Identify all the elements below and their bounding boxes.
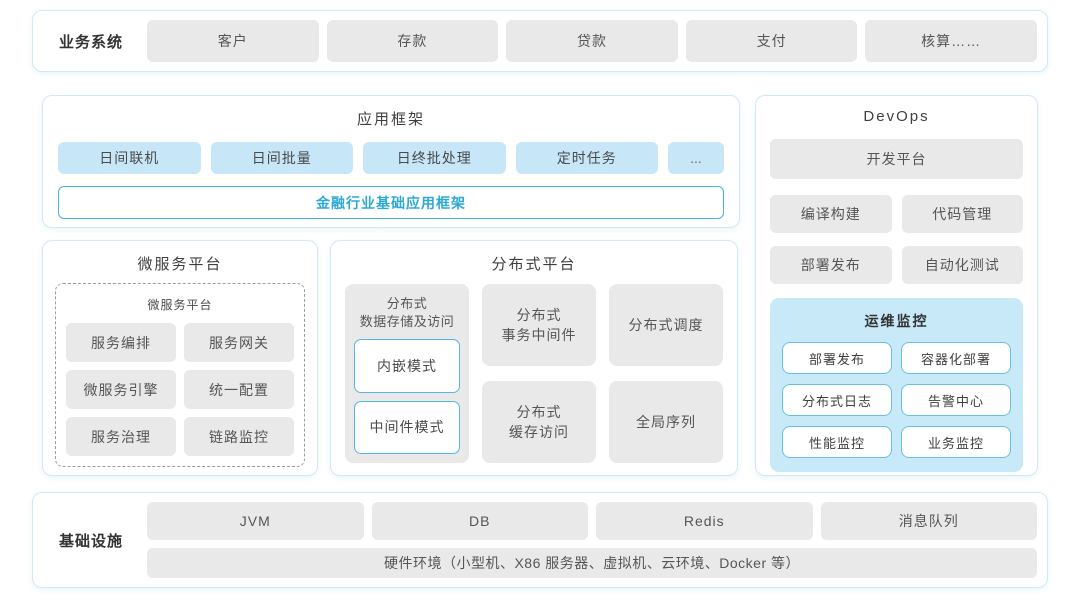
distributed-storage-label: 分布式 数据存储及访问 — [359, 296, 455, 329]
distributed-col-right: 分布式调度 全局序列 — [609, 284, 723, 463]
distributed-col-middle: 分布式 事务中间件 分布式 缓存访问 — [482, 284, 596, 463]
app-framework-row: 日间联机 日间批量 日终批处理 定时任务 ... — [58, 142, 724, 174]
base-framework-box: 金融行业基础应用框架 — [58, 186, 724, 219]
monitor-item-deploy-release: 部署发布 — [782, 342, 892, 374]
monitor-item-performance: 性能监控 — [782, 426, 892, 458]
app-item-scheduled-task: 定时任务 — [515, 142, 658, 174]
distributed-body: 分布式 数据存储及访问 内嵌模式 中间件模式 分布式 事务中间件 分布式 缓存访… — [345, 284, 723, 463]
devops-item-auto-test: 自动化测试 — [901, 246, 1023, 284]
app-item-eod-batch: 日终批处理 — [363, 142, 506, 174]
ops-monitoring-title: 运维监控 — [864, 313, 929, 329]
microservice-grid: 服务编排 服务网关 微服务引擎 统一配置 服务治理 链路监控 — [66, 323, 294, 456]
dist-item-transaction-middleware: 分布式 事务中间件 — [482, 284, 596, 366]
monitor-item-distributed-log: 分布式日志 — [782, 384, 892, 416]
monitor-item-alert-center: 告警中心 — [901, 384, 1011, 416]
business-item-loan: 贷款 — [506, 20, 678, 62]
micro-item-orchestration: 服务编排 — [66, 323, 176, 362]
business-item-accounting: 核算…… — [865, 20, 1037, 62]
infrastructure-body: JVM DB Redis 消息队列 硬件环境（小型机、X86 服务器、虚拟机、云… — [147, 502, 1037, 578]
microservice-title: 微服务平台 — [137, 256, 223, 273]
dist-item-cache-access: 分布式 缓存访问 — [482, 381, 596, 463]
distributed-storage-group: 分布式 数据存储及访问 内嵌模式 中间件模式 — [345, 284, 469, 463]
micro-item-gateway: 服务网关 — [184, 323, 294, 362]
distributed-panel: 分布式平台 分布式 数据存储及访问 内嵌模式 中间件模式 分布式 事务中间件 分… — [330, 240, 738, 476]
infrastructure-label: 基础设施 — [58, 532, 123, 550]
devops-panel: DevOps 开发平台 编译构建 代码管理 部署发布 自动化测试 运维监控 部署… — [755, 95, 1038, 476]
ops-monitoring-group: 运维监控 部署发布 容器化部署 分布式日志 告警中心 性能监控 业务监控 — [770, 298, 1023, 472]
storage-mode-embedded: 内嵌模式 — [354, 339, 460, 393]
business-systems-row: 客户 存款 贷款 支付 核算…… — [147, 20, 1037, 62]
dist-item-global-sequence: 全局序列 — [609, 381, 723, 463]
microservice-dashed-group: 微服务平台 服务编排 服务网关 微服务引擎 统一配置 服务治理 链路监控 — [55, 283, 305, 467]
app-framework-panel: 应用框架 日间联机 日间批量 日终批处理 定时任务 ... 金融行业基础应用框架 — [42, 95, 740, 228]
devops-title: DevOps — [863, 108, 930, 125]
app-item-daytime-batch: 日间批量 — [210, 142, 353, 174]
dist-item-scheduling: 分布式调度 — [609, 284, 723, 366]
monitor-item-business: 业务监控 — [901, 426, 1011, 458]
business-item-payment: 支付 — [685, 20, 858, 62]
business-item-deposit: 存款 — [326, 20, 499, 62]
business-systems-panel: 业务系统 客户 存款 贷款 支付 核算…… — [32, 10, 1048, 72]
distributed-title: 分布式平台 — [491, 256, 577, 273]
ops-monitoring-grid: 部署发布 容器化部署 分布式日志 告警中心 性能监控 业务监控 — [782, 342, 1011, 458]
devops-dev-platform: 开发平台 — [770, 139, 1023, 179]
infrastructure-panel: 基础设施 JVM DB Redis 消息队列 硬件环境（小型机、X86 服务器、… — [32, 492, 1048, 588]
business-item-customer: 客户 — [147, 20, 319, 62]
devops-item-deploy: 部署发布 — [770, 246, 892, 284]
microservice-inner-title: 微服务平台 — [147, 298, 213, 312]
infrastructure-row: JVM DB Redis 消息队列 — [147, 502, 1037, 540]
infra-item-jvm: JVM — [147, 502, 364, 540]
infra-hardware-env: 硬件环境（小型机、X86 服务器、虚拟机、云环境、Docker 等） — [147, 548, 1037, 578]
microservice-panel: 微服务平台 微服务平台 服务编排 服务网关 微服务引擎 统一配置 服务治理 链路… — [42, 240, 318, 476]
infra-item-db: DB — [371, 502, 588, 540]
devops-item-build: 编译构建 — [770, 195, 892, 233]
micro-item-governance: 服务治理 — [66, 417, 176, 456]
infra-item-mq: 消息队列 — [820, 502, 1037, 540]
app-item-more: ... — [668, 142, 724, 174]
app-item-daytime-online: 日间联机 — [58, 142, 201, 174]
micro-item-config: 统一配置 — [184, 370, 294, 409]
devops-grid: 编译构建 代码管理 部署发布 自动化测试 — [770, 195, 1023, 284]
business-systems-label: 业务系统 — [58, 33, 123, 51]
devops-body: 开发平台 编译构建 代码管理 部署发布 自动化测试 运维监控 部署发布 容器化部… — [770, 139, 1023, 472]
devops-item-code-mgmt: 代码管理 — [901, 195, 1023, 233]
micro-item-engine: 微服务引擎 — [66, 370, 176, 409]
storage-mode-middleware: 中间件模式 — [354, 400, 460, 454]
infra-item-redis: Redis — [596, 502, 813, 540]
micro-item-tracing: 链路监控 — [184, 417, 294, 456]
monitor-item-container-deploy: 容器化部署 — [901, 342, 1011, 374]
app-framework-title: 应用框架 — [356, 111, 425, 128]
